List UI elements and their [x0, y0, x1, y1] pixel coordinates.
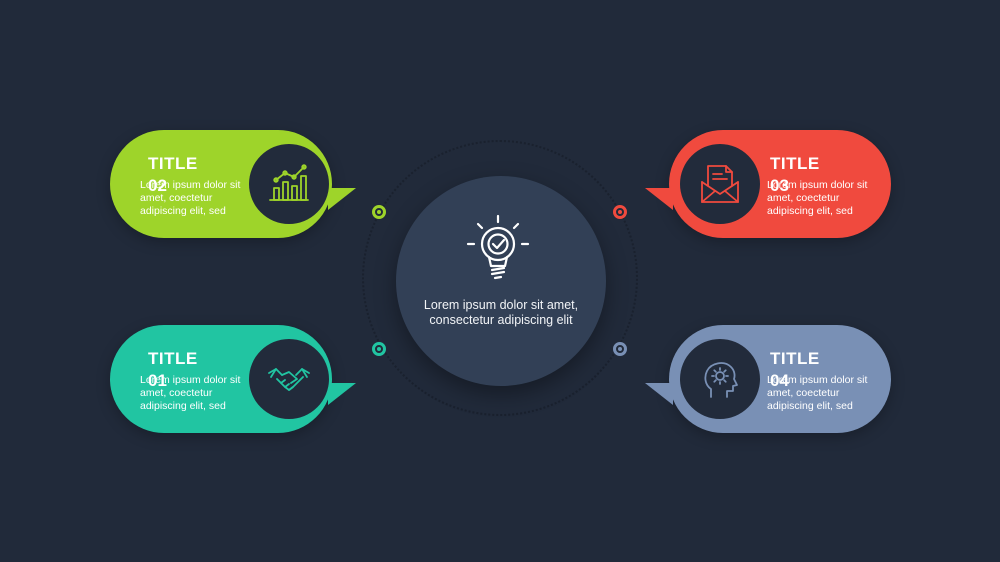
icon-badge	[680, 339, 760, 419]
pill-pointer	[645, 188, 673, 210]
head-gear-icon	[704, 362, 738, 398]
pill-number: 01	[148, 371, 167, 390]
connector-dot-04	[613, 342, 627, 356]
connector-dot-02	[372, 205, 386, 219]
pill-text: Lorem ipsum dolor sit amet, coectetur ad…	[140, 374, 241, 412]
pill-04: 04 TITLE Lorem ipsum dolor sit amet, coe…	[645, 325, 891, 433]
connector-dot-01	[372, 342, 386, 356]
pill-01: 01 TITLE Lorem ipsum dolor sit amet, coe…	[110, 325, 356, 433]
pill-title: TITLE	[148, 154, 198, 173]
pill-pointer	[328, 188, 356, 210]
icon-badge	[680, 144, 760, 224]
pill-title: TITLE	[770, 349, 820, 368]
pill-text: Lorem ipsum dolor sit amet, coectetur ad…	[767, 374, 868, 412]
pill-title: TITLE	[148, 349, 198, 368]
pill-text: Lorem ipsum dolor sit amet, coectetur ad…	[140, 179, 241, 217]
pill-03: 03 TITLE Lorem ipsum dolor sit amet, coe…	[645, 130, 891, 238]
icon-badge	[249, 144, 329, 224]
connector-dot-03	[613, 205, 627, 219]
pill-number: 03	[770, 176, 789, 195]
envelope-document-icon	[701, 165, 739, 203]
pill-02: 02 TITLE Lorem ipsum dolor sit amet, coe…	[110, 130, 356, 238]
bar-chart-icon	[269, 164, 309, 201]
lightbulb-check-icon	[466, 214, 530, 280]
handshake-icon	[268, 368, 310, 391]
dotted-ring	[362, 140, 638, 416]
pill-title: TITLE	[770, 154, 820, 173]
pill-text: Lorem ipsum dolor sit amet, coectetur ad…	[767, 179, 868, 217]
pill-number: 04	[770, 371, 789, 390]
pill-pointer	[645, 383, 673, 405]
center-circle: Lorem ipsum dolor sit amet, consectetur …	[396, 176, 606, 386]
pill-pointer	[328, 383, 356, 405]
pill-number: 02	[148, 176, 167, 195]
center-text: Lorem ipsum dolor sit amet, consectetur …	[423, 298, 579, 327]
icon-badge	[249, 339, 329, 419]
